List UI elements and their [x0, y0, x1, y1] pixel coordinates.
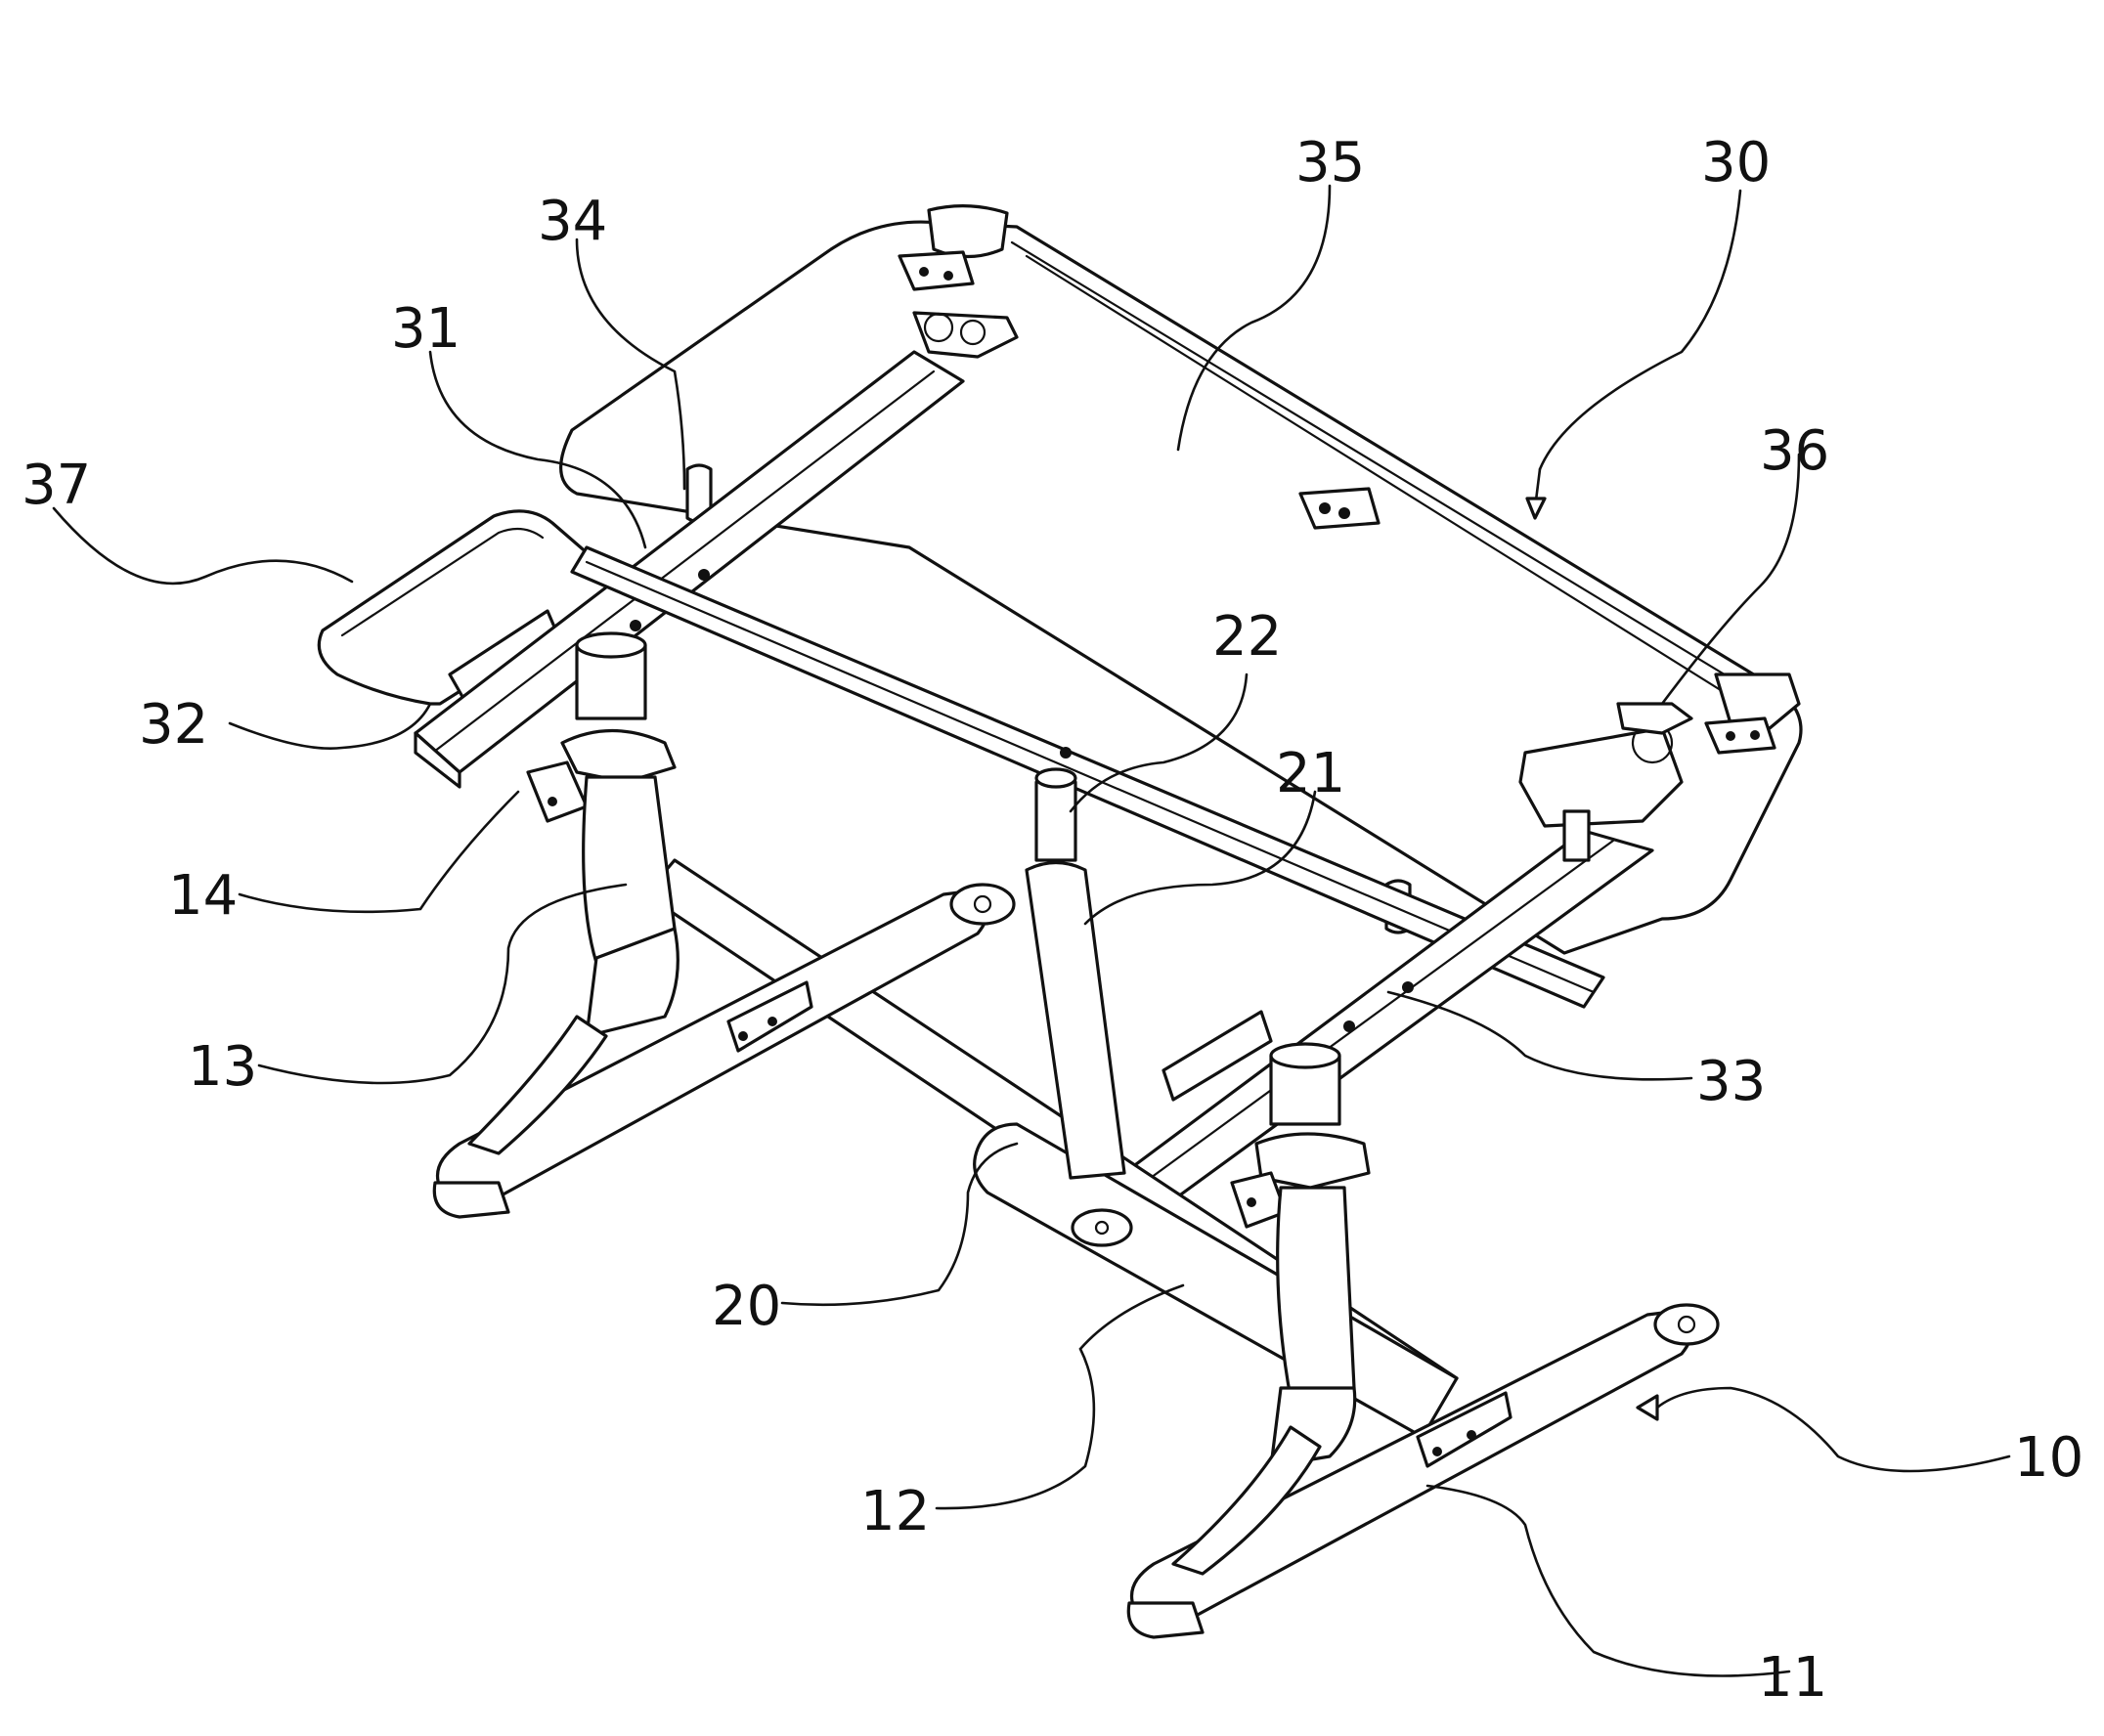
label-12: 12: [860, 1480, 930, 1543]
label-30: 30: [1701, 131, 1771, 195]
label-31: 31: [391, 297, 460, 361]
label-20: 20: [712, 1275, 781, 1338]
label-11: 11: [1758, 1646, 1827, 1710]
arrow-10-tip: [1638, 1396, 1657, 1419]
label-10: 10: [2014, 1426, 2083, 1490]
label-32: 32: [139, 693, 208, 757]
label-33: 33: [1696, 1050, 1766, 1113]
label-34: 34: [538, 190, 607, 253]
arrow-30-tip: [1527, 499, 1545, 518]
label-36: 36: [1760, 419, 1829, 483]
label-37: 37: [22, 454, 91, 517]
label-14: 14: [168, 864, 238, 928]
label-21: 21: [1276, 742, 1345, 805]
label-22: 22: [1212, 605, 1282, 669]
label-35: 35: [1295, 131, 1365, 195]
label-13: 13: [188, 1035, 257, 1099]
